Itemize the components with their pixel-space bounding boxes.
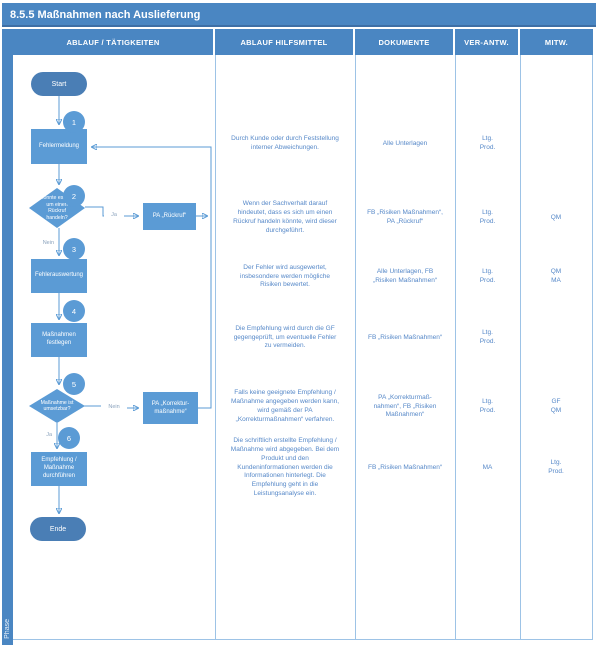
grid-line-right-border <box>592 55 593 640</box>
column-header-ablauf-taetigkeiten: ABLAUF / TÄTIGKEITEN <box>13 29 215 55</box>
edge-label-nein-umsetzbar: Nein <box>101 404 127 410</box>
cell-verantw-1: Ltg. Prod. <box>479 135 496 151</box>
table-header: ABLAUF / TÄTIGKEITEN ABLAUF HILFSMITTEL … <box>13 29 593 55</box>
cell-verantw-6: MA <box>482 463 493 471</box>
cell-dokumente-4: FB „Risiken Maßnahmen“ <box>367 333 443 341</box>
column-header-dokumente: DOKUMENTE <box>355 29 455 55</box>
step-number-1: 1 <box>63 111 85 133</box>
cell-mitw-5: GF QM <box>550 398 562 414</box>
cell-hilfsmittel-6: Die schriftlich erstellte Empfehlung / M… <box>230 436 340 498</box>
cell-dokumente-5: PA „Korrekturmaß- nahmen“, FB „Risiken M… <box>373 393 437 419</box>
cell-hilfsmittel-3: Der Fehler wird ausgewertet, insbesonder… <box>240 263 330 289</box>
step-number-2: 2 <box>63 185 85 207</box>
cell-mitw-2: QM <box>550 213 562 221</box>
subprocess-pa-korrekturmassnahme: PA „Korrektur- maßnahme“ <box>143 392 198 424</box>
grid-line-col1 <box>215 55 216 640</box>
cell-mitw-1 <box>522 118 590 170</box>
cell-dokumente-6: FB „Risiken Maßnahmen“ <box>367 463 443 471</box>
process-empfehlung-durchfuehren: Empfehlung / Maßnahme durchführen <box>31 452 87 486</box>
edge-label-nein-rueckruf: Nein <box>42 240 54 246</box>
column-header-ablauf-hilfsmittel: ABLAUF HILFSMITTEL <box>215 29 355 55</box>
grid-line-bottom-border <box>13 639 593 640</box>
phase-strip: Phase <box>2 29 13 645</box>
cell-verantw-5: Ltg. Prod. <box>479 398 496 414</box>
grid-line-col4 <box>520 55 521 640</box>
page-title: 8.5.5 Maßnahmen nach Auslieferung <box>2 3 596 27</box>
cell-verantw-4: Ltg. Prod. <box>479 329 496 345</box>
end-node: Ende <box>30 517 86 541</box>
cell-dokumente-3: Alle Unterlagen, FB „Risiken Maßnahmen“ <box>373 268 437 284</box>
start-node: Start <box>31 72 87 96</box>
cell-hilfsmittel-5: Falls keine geeignete Empfehlung / Maßna… <box>230 389 340 423</box>
cell-verantw-3: Ltg. Prod. <box>479 268 496 284</box>
cell-hilfsmittel-1: Durch Kunde oder durch Feststellung inte… <box>231 135 339 151</box>
edge-label-ja-rueckruf: Ja <box>104 212 124 218</box>
step-number-5: 5 <box>63 373 85 395</box>
cell-verantw-2: Ltg. Prod. <box>479 209 496 225</box>
cell-dokumente-1: Alle Unterlagen <box>382 139 428 147</box>
process-fehlermeldung: Fehlermeldung <box>31 129 87 164</box>
process-fehlerauswertung: Fehlerauswertung <box>31 259 87 293</box>
column-header-mitw: MITW. <box>520 29 593 55</box>
step-number-3: 3 <box>63 238 85 260</box>
cell-hilfsmittel-4: Die Empfehlung wird durch die GF gegenge… <box>233 324 337 350</box>
step-number-6: 6 <box>58 427 80 449</box>
edge-label-ja-umsetzbar: Ja <box>46 432 52 438</box>
step-number-4: 4 <box>63 300 85 322</box>
column-header-verantw: VER-ANTW. <box>455 29 520 55</box>
cell-mitw-6: Ltg. Prod. <box>548 459 564 475</box>
cell-dokumente-2: FB „Risiken Maßnahmen“, PA „Rückruf“ <box>367 209 443 225</box>
process-massnahmen-festlegen: Maßnahmen festlegen <box>31 323 87 357</box>
grid-line-col2 <box>355 55 356 640</box>
subprocess-pa-rueckruf: PA „Rückruf“ <box>143 203 196 230</box>
cell-mitw-4 <box>522 312 590 364</box>
grid-line-col3 <box>455 55 456 640</box>
cell-mitw-3: QM MA <box>550 268 562 284</box>
cell-hilfsmittel-2: Wenn der Sachverhalt darauf hindeutet, d… <box>233 200 337 234</box>
